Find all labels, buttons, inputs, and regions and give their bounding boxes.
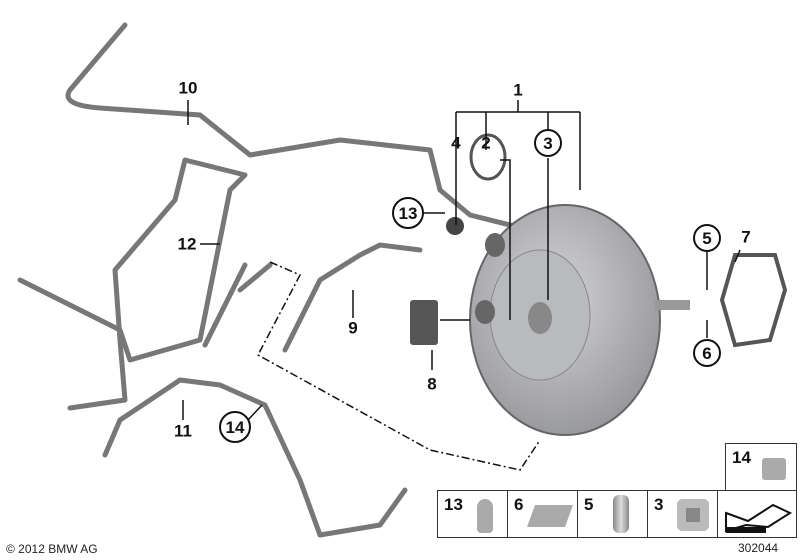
callout-2: 2: [481, 133, 491, 153]
clip-icon: [762, 458, 786, 480]
legend-label-13: 13: [444, 495, 463, 514]
spring-clip-icon: [526, 505, 574, 527]
sensor: [410, 300, 438, 345]
pin-icon: [613, 495, 629, 533]
legend-label-3: 3: [654, 495, 664, 514]
callout-11: 11: [174, 421, 192, 441]
callout-7: 7: [741, 227, 751, 247]
callout-5: 5: [693, 224, 721, 252]
callout-1: 1: [513, 80, 523, 100]
gasket: [719, 253, 788, 348]
legend-label-5: 5: [584, 495, 594, 514]
legend-box-5: 5: [577, 490, 648, 538]
callout-9: 9: [348, 318, 358, 338]
o-ring: [469, 133, 507, 181]
copyright: © 2012 BMW AG: [6, 542, 98, 556]
callout-3: 3: [534, 129, 562, 157]
legend-box-14: 14: [725, 443, 797, 491]
diagram-number: 302044: [738, 541, 779, 555]
callout-6: 6: [693, 339, 721, 367]
callout-13: 13: [392, 197, 424, 229]
legend-label-6: 6: [514, 495, 524, 514]
expanding-rivet-icon: [477, 499, 493, 533]
arrow-icon: [725, 503, 793, 533]
callout-14: 14: [219, 411, 251, 443]
legend-label-14: 14: [732, 448, 751, 467]
legend-box-13: 13: [437, 490, 508, 538]
callout-12: 12: [177, 234, 197, 254]
callout-4: 4: [451, 133, 461, 153]
hex-nut-icon: [677, 499, 709, 531]
legend-box-3: 3: [647, 490, 718, 538]
callout-10: 10: [178, 78, 198, 98]
legend-box-6: 6: [507, 490, 578, 538]
legend-box-arrow: [717, 490, 797, 538]
callout-8: 8: [427, 374, 437, 394]
grommet: [446, 217, 464, 235]
